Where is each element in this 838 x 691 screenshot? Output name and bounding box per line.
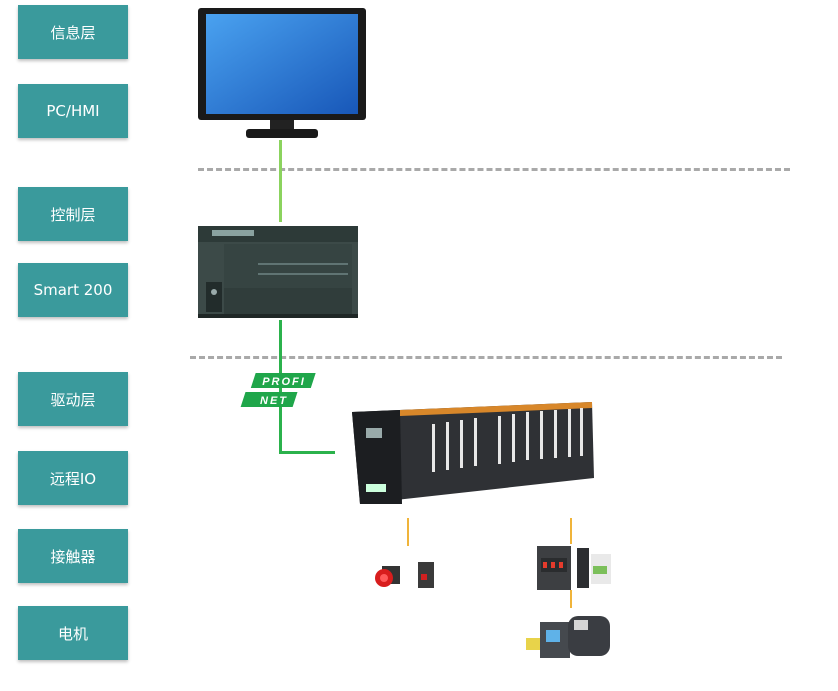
- profinet-logo: PROFI NET: [240, 373, 316, 407]
- layer-remote-io-label: 远程IO: [49, 469, 97, 488]
- link-plc-remote-io-horizontal: [279, 451, 335, 454]
- monitor-image: [198, 8, 366, 138]
- remote-io-image: [352, 402, 594, 504]
- separator-control-drive: [190, 356, 782, 359]
- contactor-image: [537, 546, 611, 590]
- layer-control-box: 控制层: [18, 187, 128, 241]
- layer-pc-hmi-label: PC/HMI: [46, 102, 100, 120]
- layer-drive-box: 驱动层: [18, 372, 128, 426]
- layer-control-label: 控制层: [50, 205, 96, 224]
- link-pc-plc: [279, 140, 282, 222]
- photoelectric-sensor-image: [418, 562, 434, 588]
- layer-remote-io-box: 远程IO: [18, 451, 128, 505]
- layer-motor-label: 电机: [57, 624, 88, 643]
- layer-info-box: 信息层: [18, 5, 128, 59]
- profinet-bottom-text: NET: [260, 395, 288, 407]
- layer-contactor-label: 接触器: [50, 547, 96, 566]
- emergency-stop-button-image: [375, 566, 400, 587]
- separator-info-control: [198, 168, 790, 171]
- layer-motor-box: 电机: [18, 606, 128, 660]
- link-io-contactor: [570, 518, 572, 544]
- layer-pc-hmi-box: PC/HMI: [18, 84, 128, 138]
- plc-smart200-image: [198, 226, 358, 318]
- profinet-top-text: PROFI: [262, 376, 306, 388]
- layer-smart200-box: Smart 200: [18, 263, 128, 317]
- layer-smart200-label: Smart 200: [33, 281, 113, 299]
- link-contactor-motor: [570, 590, 572, 608]
- layer-drive-label: 驱动层: [50, 390, 96, 409]
- layer-contactor-box: 接触器: [18, 529, 128, 583]
- layer-info-label: 信息层: [50, 23, 96, 42]
- link-io-sensors: [407, 518, 409, 546]
- motor-image: [526, 616, 610, 658]
